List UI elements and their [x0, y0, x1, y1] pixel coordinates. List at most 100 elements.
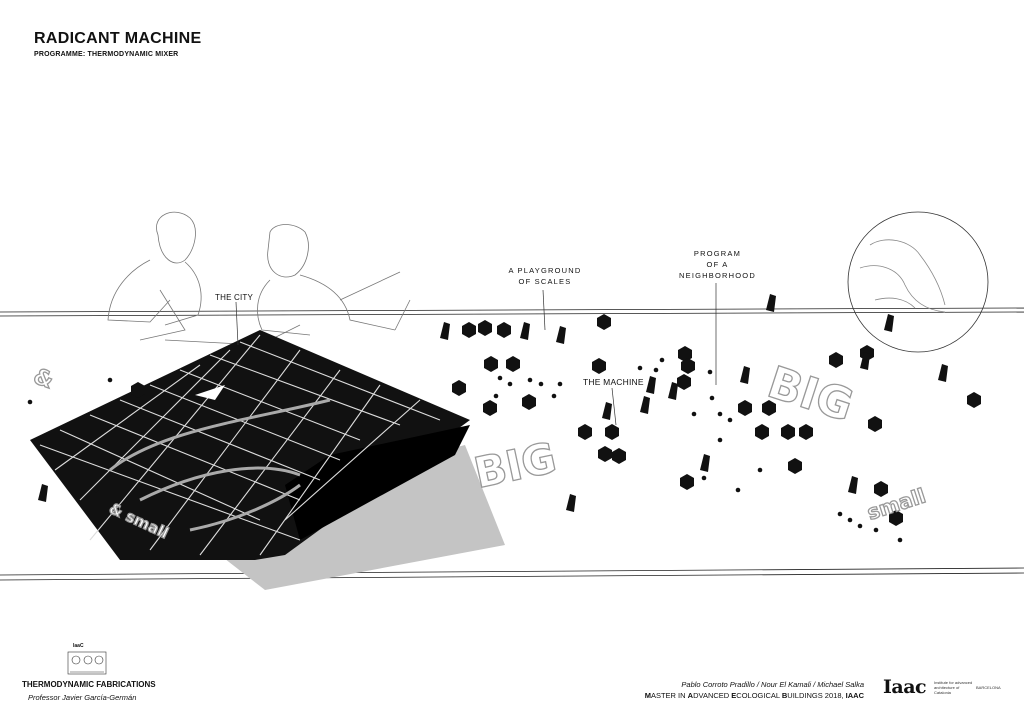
dot-piece [701, 475, 707, 481]
slab-piece [884, 314, 894, 332]
program-m: M [644, 691, 651, 700]
slab-piece [938, 364, 948, 382]
dot-piece [637, 365, 643, 371]
dot-piece [557, 381, 563, 387]
dot-piece [493, 393, 499, 399]
cube-piece [755, 424, 769, 440]
cube-piece [483, 400, 497, 416]
dot-piece [847, 517, 853, 523]
slab-piece [38, 484, 48, 502]
professor-name: Professor Javier García-Germán [28, 693, 137, 702]
cube-piece [605, 424, 619, 440]
cube-piece [522, 394, 536, 410]
dot-piece [497, 375, 503, 381]
slab-piece [602, 402, 612, 420]
children-sketch [107, 211, 411, 346]
word-big-left: BIG [470, 433, 561, 498]
crest-logo [67, 651, 107, 675]
dot-piece [717, 437, 723, 443]
dot-piece [538, 381, 544, 387]
cube-piece [506, 356, 520, 372]
cube-piece [598, 446, 612, 462]
cube-piece [452, 380, 466, 396]
cube-piece [462, 322, 476, 338]
cube-piece [592, 358, 606, 374]
authors: Pablo Corroto Pradillo / Nour El Kamali … [681, 680, 864, 689]
dot-piece [837, 511, 843, 517]
slab-piece [668, 382, 678, 400]
course-title: THERMODYNAMIC FABRICATIONS [22, 680, 156, 689]
cube-piece [681, 358, 695, 374]
program-aster: ASTER IN [650, 691, 688, 700]
dot-piece [691, 411, 697, 417]
hand-vignette [847, 211, 989, 353]
program-iaac: IAAC [845, 691, 864, 700]
iaac-city-text: BARCELONA [976, 685, 1001, 690]
label-playground: A PLAYGROUND OF SCALES [500, 265, 590, 287]
cube-piece [967, 392, 981, 408]
label-program: PROGRAM OF A NEIGHBORHOOD [670, 248, 765, 281]
label-program-line3: NEIGHBORHOOD [679, 271, 756, 280]
cube-piece [484, 356, 498, 372]
label-playground-line1: A PLAYGROUND [508, 266, 582, 275]
cube-piece [788, 458, 802, 474]
slab-piece [556, 326, 566, 344]
dot-piece [873, 527, 879, 533]
dot-piece [659, 357, 665, 363]
word-big-right: BIG [762, 357, 860, 432]
cube-piece [889, 510, 903, 526]
slab-piece [566, 494, 576, 512]
dot-piece [707, 369, 713, 375]
dot-piece [507, 381, 513, 387]
iaac-institute-text: Institute for advanced architecture of C… [934, 680, 973, 695]
cube-piece [612, 448, 626, 464]
label-the-city: THE CITY [215, 293, 254, 302]
program-b: B [781, 691, 788, 700]
slab-piece [740, 366, 750, 384]
word-ampersand: & [30, 364, 57, 394]
page-subtitle: PROGRAMME: THERMODYNAMIC MIXER [34, 51, 179, 58]
slab-piece [700, 454, 710, 472]
slab-piece [640, 396, 650, 414]
dot-piece [27, 399, 33, 405]
dot-piece [757, 467, 763, 473]
cube-piece [497, 322, 511, 338]
cube-piece [597, 314, 611, 330]
slab-piece [766, 294, 776, 312]
slab-piece [646, 376, 656, 394]
dot-piece [653, 367, 659, 373]
leader-lines [235, 283, 717, 426]
cube-piece [680, 474, 694, 490]
slab-piece [520, 322, 530, 340]
dot-piece [527, 377, 533, 383]
dot-piece [551, 393, 557, 399]
crest-label: IaaC [73, 643, 84, 649]
dot-piece [735, 487, 741, 493]
cube-piece [762, 400, 776, 416]
program-line: MASTER IN ADVANCED ECOLOGICAL BUILDINGS … [645, 691, 864, 700]
slab-piece [848, 476, 858, 494]
machine-pieces [27, 294, 981, 543]
dot-piece [857, 523, 863, 529]
label-program-line1: PROGRAM [693, 249, 742, 258]
cube-piece [738, 400, 752, 416]
iaac-logo: Iaac [883, 676, 927, 698]
dot-piece [897, 537, 903, 543]
dot-piece [709, 395, 715, 401]
cube-piece [874, 481, 888, 497]
cube-piece [799, 424, 813, 440]
dot-piece [93, 487, 99, 493]
cube-piece [478, 320, 492, 336]
slab-piece [440, 322, 450, 340]
program-a: A [687, 691, 694, 700]
dot-piece [717, 411, 723, 417]
program-e: E [731, 691, 737, 700]
slab-piece [860, 352, 870, 370]
cube-piece [868, 416, 882, 432]
dot-piece [107, 377, 113, 383]
cube-piece [578, 424, 592, 440]
label-playground-line2: OF SCALES [518, 277, 572, 286]
program-dvanced: DVANCED [693, 691, 732, 700]
cube-piece [781, 424, 795, 440]
